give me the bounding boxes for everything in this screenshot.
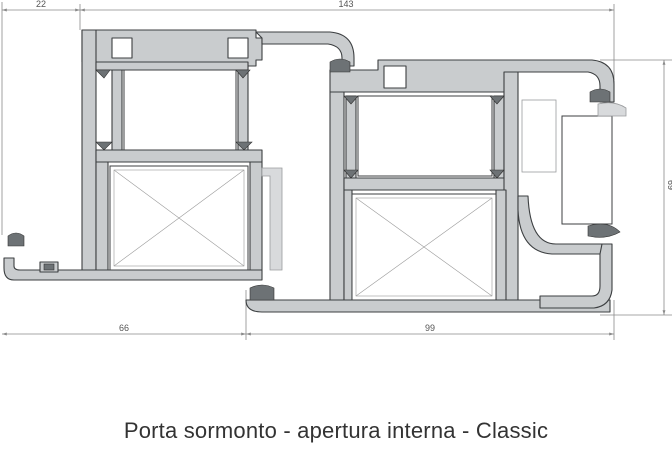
dim-bottom-right: 99 [425, 323, 435, 333]
dim-top-total: 143 [338, 0, 353, 9]
gaskets-left [7, 69, 253, 271]
gaskets-right [249, 58, 621, 301]
caption: Porta sormonto - apertura interna - Clas… [123, 418, 549, 443]
door-leaf-panel [521, 99, 613, 225]
dim-bottom-left: 66 [119, 323, 129, 333]
sash-profile-right [245, 59, 615, 313]
frame-profile-left [3, 29, 355, 281]
seal-right [597, 102, 627, 117]
clip-left [261, 167, 283, 271]
glass-left [109, 165, 249, 271]
upper-chamber-right [357, 95, 493, 177]
dim-top-left: 22 [36, 0, 46, 9]
dim-right-height: 69 [666, 180, 672, 190]
upper-chamber-left [123, 69, 237, 151]
dimension-lines [1, 2, 672, 340]
glass-right [351, 193, 497, 301]
